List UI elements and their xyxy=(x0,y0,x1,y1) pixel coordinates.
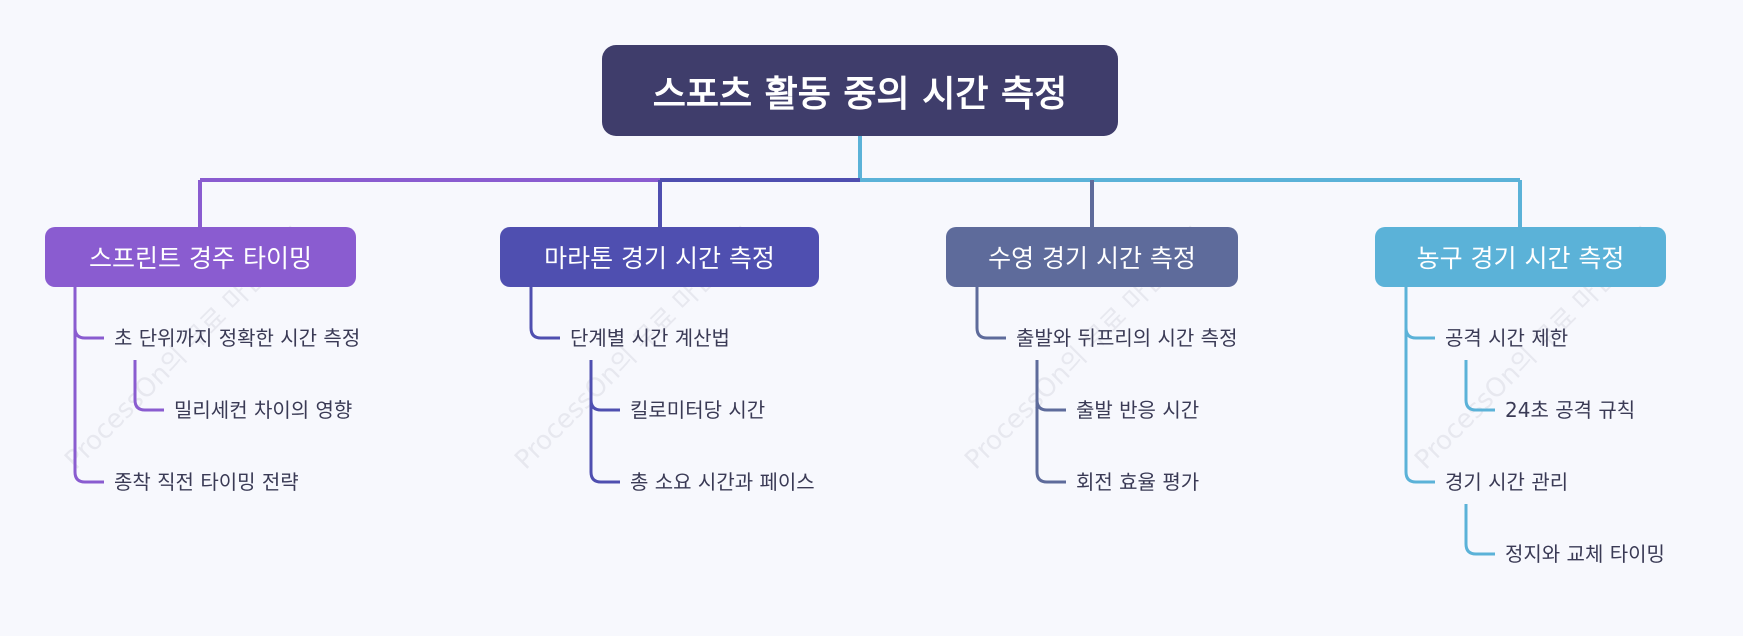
leaf-total-pace[interactable]: 총 소요 시간과 페이스 xyxy=(630,470,815,494)
leaf-24-second-rule[interactable]: 24초 공격 규칙 xyxy=(1505,398,1636,422)
leaf-finish-strategy[interactable]: 종착 직전 타이밍 전략 xyxy=(114,470,299,494)
leaf-start-reaction[interactable]: 출발 반응 시간 xyxy=(1076,398,1200,422)
leaf-shot-clock[interactable]: 공격 시간 제한 xyxy=(1445,326,1569,350)
leaf-stop-substitution[interactable]: 정지와 교체 타이밍 xyxy=(1505,542,1665,566)
leaf-start-turn[interactable]: 출발와 뒤프리의 시간 측정 xyxy=(1016,326,1238,350)
branch-marathon[interactable]: 마라톤 경기 시간 측정 xyxy=(500,227,819,287)
root-topic[interactable]: 스포츠 활동 중의 시간 측정 xyxy=(602,45,1118,136)
leaf-millisecond-impact[interactable]: 밀리세컨 차이의 영향 xyxy=(174,398,353,422)
branch-basketball[interactable]: 농구 경기 시간 측정 xyxy=(1375,227,1666,287)
leaf-precise-timing[interactable]: 초 단위까지 정확한 시간 측정 xyxy=(114,326,361,350)
leaf-per-km[interactable]: 킬로미터당 시간 xyxy=(630,398,766,422)
leaf-game-clock[interactable]: 경기 시간 관리 xyxy=(1445,470,1569,494)
branch-sprint[interactable]: 스프린트 경주 타이밍 xyxy=(45,227,356,287)
leaf-stage-calc[interactable]: 단계별 시간 계산법 xyxy=(570,326,730,350)
branch-swimming[interactable]: 수영 경기 시간 측정 xyxy=(946,227,1238,287)
leaf-turn-efficiency[interactable]: 회전 효율 평가 xyxy=(1076,470,1200,494)
